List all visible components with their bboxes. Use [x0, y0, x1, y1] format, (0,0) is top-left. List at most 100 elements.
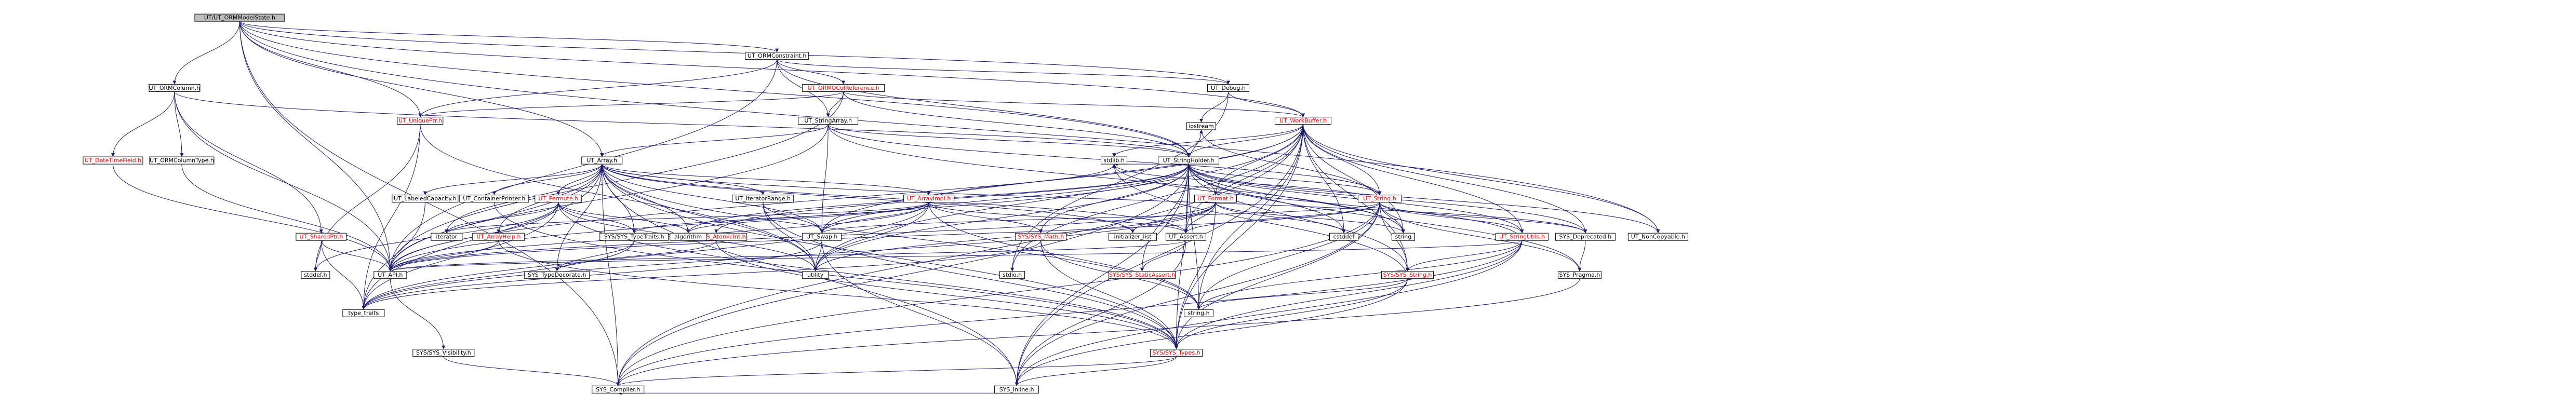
node-swap[interactable]: UT_Swap.h [802, 233, 842, 241]
node-noncopyable[interactable]: UT_NonCopyable.h [1627, 233, 1688, 241]
node-label: UT/UT_ORMModelState.h [204, 15, 275, 21]
node-sharedptr[interactable]: UT_SharedPtr.h [296, 233, 347, 241]
node-ormcolumn[interactable]: UT_ORMColumn.h [149, 84, 201, 92]
node-box [472, 233, 525, 241]
node-systypes[interactable]: SYS/SYS_Types.h [1150, 349, 1203, 357]
node-ormconstraint[interactable]: UT_ORMConstraint.h [745, 52, 809, 60]
edge-workbuffer-to-utility [813, 124, 1303, 272]
node-staticassert[interactable]: SYS/SYS_StaticAssert.h [1109, 271, 1176, 279]
edge-ormconstraint-to-debug [777, 59, 1230, 85]
node-c_string[interactable]: string.h [1184, 309, 1214, 317]
node-root[interactable]: UT/UT_ORMModelState.h [194, 13, 285, 22]
edge-ormconstraint-to-ormocolref [777, 59, 846, 85]
node-box [524, 271, 590, 279]
node-algorithm[interactable]: algorithm [670, 233, 707, 241]
node-stdlib[interactable]: stdlib.h [1101, 156, 1128, 165]
edge-format-to-std_string [1215, 202, 1405, 234]
node-stringarray[interactable]: UT_StringArray.h [798, 117, 859, 125]
edge-workbuffer-to-stringholder [1186, 124, 1303, 157]
node-ut_api[interactable]: UT_API.h [373, 271, 407, 279]
edge-stringholder-to-pragma [1188, 164, 1582, 272]
node-inline[interactable]: SYS_Inline.h [994, 385, 1039, 394]
node-arrayimpl[interactable]: UT_ArrayImpl.h [903, 195, 955, 203]
edge-labeledcapacity-to-type_traits [362, 202, 425, 310]
node-std_string[interactable]: string [1391, 233, 1415, 241]
node-ormcolumntype[interactable]: UT_ORMColumnType.h [149, 156, 215, 165]
node-datetimefield[interactable]: UT_DateTimeField.h [83, 156, 143, 165]
node-box [1186, 122, 1217, 130]
node-label: UT_Array.h [586, 157, 617, 164]
edge-workbuffer-to-noncopyable [1302, 124, 1660, 234]
edge-workbuffer-to-ut_string [1302, 124, 1382, 195]
node-typedecorate[interactable]: SYS_TypeDecorate.h [524, 271, 590, 279]
node-label: UT_String.h [1363, 195, 1396, 202]
edge-ut_string-to-pragma [1379, 202, 1582, 272]
edge-stringholder-to-compiler [616, 164, 1189, 386]
node-sys_string[interactable]: SYS/SYS_String.h [1381, 271, 1434, 279]
node-debug[interactable]: UT_Debug.h [1207, 84, 1250, 92]
node-containerprinter[interactable]: UT_ContainerPrinter.h [459, 195, 529, 203]
edge-ormcolumn-to-ut_api [174, 91, 392, 272]
node-iostream[interactable]: iostream [1186, 122, 1217, 130]
edge-swap-to-type_traits [362, 240, 822, 310]
edge-uniqueptr-to-utility [420, 124, 818, 272]
node-ut_assert[interactable]: UT_Assert.h [1166, 233, 1207, 241]
node-labeledcapacity[interactable]: UT_LabeledCapacity.h [392, 195, 459, 203]
edge-workbuffer-to-compiler [616, 124, 1303, 386]
edge-ut_string-to-c_string [1197, 202, 1380, 310]
node-label: SYS/SYS_Types.h [1153, 349, 1200, 356]
edge-arrayimpl-to-iterator [445, 202, 929, 234]
edge-ormcolumntype-to-ut_api [181, 164, 392, 272]
node-box [1015, 233, 1067, 241]
edge-ormconstraint-to-uniqueptr [418, 59, 778, 117]
node-label: UT_ORMOColReference.h [808, 85, 879, 91]
node-array[interactable]: UT_Array.h [581, 156, 623, 165]
edge-ut_string-to-inline [1015, 202, 1380, 386]
node-arrayhelp[interactable]: UT_ArrayHelp.h [472, 233, 525, 241]
edge-atomicint-to-systypes [716, 240, 1178, 349]
edge-stringutils-to-inline [1015, 240, 1523, 386]
edge-workbuffer-to-systypes [1174, 124, 1303, 349]
node-label: UT_Format.h [1197, 195, 1234, 202]
node-label: UT_Permute.h [538, 195, 578, 202]
node-stdio[interactable]: stdio.h [999, 271, 1025, 279]
node-permute[interactable]: UT_Permute.h [535, 195, 582, 203]
node-pragma[interactable]: SYS_Pragma.h [1557, 271, 1601, 279]
node-label: UT_ArrayImpl.h [907, 195, 951, 202]
node-box [392, 195, 459, 203]
node-cstddef[interactable]: cstddef [1329, 233, 1358, 241]
node-stddef[interactable]: stddef.h [301, 271, 330, 279]
edge-pragma-to-compiler [616, 278, 1580, 386]
node-label: UT_StringUtils.h [1499, 234, 1545, 240]
node-label: UT_StringHolder.h [1163, 157, 1214, 164]
node-initializer_list[interactable]: initializer_list [1109, 233, 1157, 241]
edge-ut_assert-to-ut_api [389, 240, 1186, 272]
node-uniqueptr[interactable]: UT_UniquePtr.h [397, 117, 444, 125]
node-box [431, 233, 463, 241]
node-type_traits[interactable]: type_traits [342, 309, 385, 317]
node-stringutils[interactable]: UT_StringUtils.h [1495, 233, 1549, 241]
edge-array-to-permute [556, 164, 603, 195]
node-typetraits[interactable]: SYS/SYS_TypeTraits.h [599, 233, 669, 241]
node-workbuffer[interactable]: UT_WorkBuffer.h [1275, 117, 1331, 125]
node-iteratorrange[interactable]: UT_IteratorRange.h [732, 195, 794, 203]
edge-ormocolref-to-ut_api [388, 91, 844, 272]
node-stringholder[interactable]: UT_StringHolder.h [1158, 156, 1220, 165]
node-visibility[interactable]: SYS/SYS_Visibility.h [412, 349, 475, 357]
node-utility[interactable]: utility [802, 271, 829, 279]
edge-root-to-workbuffer [239, 21, 1305, 117]
node-sysmath[interactable]: SYS/SYS_Math.h [1015, 233, 1067, 241]
node-label: SYS_Pragma.h [1559, 272, 1600, 278]
node-ut_string[interactable]: UT_String.h [1357, 195, 1402, 203]
node-label: UT_WorkBuffer.h [1279, 117, 1327, 124]
node-iterator[interactable]: iterator [431, 233, 463, 241]
node-label: UT_LabeledCapacity.h [394, 195, 457, 202]
node-label: type_traits [348, 310, 379, 317]
edge-stringholder-to-ut_string [1188, 164, 1382, 195]
node-format[interactable]: UT_Format.h [1194, 195, 1237, 203]
node-ormocolref[interactable]: UT_ORMOColReference.h [802, 84, 885, 92]
node-compiler[interactable]: SYS_Compiler.h [592, 385, 645, 394]
edge-workbuffer-to-stdlib [1112, 124, 1303, 157]
node-deprecated[interactable]: SYS_Deprecated.h [1555, 233, 1616, 241]
edge-ormocolref-to-workbuffer [843, 91, 1305, 118]
